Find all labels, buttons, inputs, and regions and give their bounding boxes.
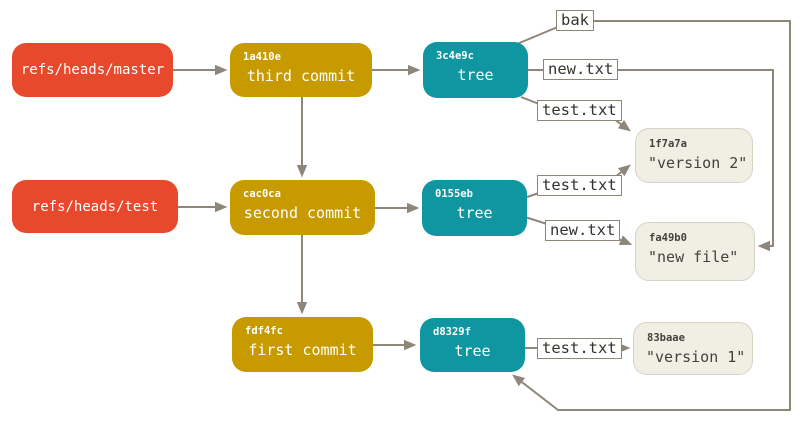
object-label: tree	[454, 342, 491, 360]
file-label-bak: bak	[556, 10, 594, 31]
commit-box-1a410e: 1a410e third commit	[230, 43, 372, 97]
tree-box-d8329f: d8329f tree	[420, 318, 525, 372]
object-hash: fa49b0	[649, 232, 687, 244]
object-label: tree	[456, 204, 493, 222]
object-hash: 1f7a7a	[649, 138, 687, 150]
blob-box-83baae: 83baae "version 1"	[633, 322, 753, 375]
object-label: third commit	[246, 67, 356, 85]
blob-box-fa49b0: fa49b0 "new file"	[635, 222, 755, 281]
object-label: second commit	[243, 204, 362, 222]
object-hash: cac0ca	[243, 188, 281, 200]
object-hash: 3c4e9c	[436, 50, 474, 62]
object-hash: 0155eb	[435, 188, 473, 200]
object-hash: fdf4fc	[245, 325, 283, 337]
tree-box-0155eb: 0155eb tree	[422, 180, 527, 236]
edge-tree1-newtxt-to-blob-newfile	[528, 69, 774, 252]
ref-label: refs/heads/master	[20, 62, 165, 78]
object-label: tree	[457, 66, 494, 84]
ref-box-test: refs/heads/test	[12, 180, 178, 233]
file-label-new-txt-2: new.txt	[545, 220, 621, 241]
object-hash: 83baae	[647, 332, 685, 344]
file-label-test-txt-2: test.txt	[537, 175, 622, 196]
object-hash: 1a410e	[243, 51, 281, 63]
ref-box-master: refs/heads/master	[12, 43, 173, 97]
tree-box-3c4e9c: 3c4e9c tree	[423, 42, 528, 98]
object-hash: d8329f	[433, 326, 471, 338]
object-label: "new file"	[648, 248, 739, 266]
commit-box-cac0ca: cac0ca second commit	[230, 180, 375, 235]
file-label-test-txt-3: test.txt	[537, 338, 622, 359]
file-label-test-txt-1: test.txt	[537, 100, 622, 121]
ref-label: refs/heads/test	[31, 198, 159, 215]
blob-box-1f7a7a: 1f7a7a "version 2"	[635, 128, 753, 183]
object-label: "version 2"	[648, 154, 748, 172]
object-label: "version 1"	[646, 348, 746, 366]
file-label-new-txt-1: new.txt	[543, 59, 619, 80]
commit-box-fdf4fc: fdf4fc first commit	[232, 317, 373, 372]
object-label: first commit	[248, 341, 357, 359]
